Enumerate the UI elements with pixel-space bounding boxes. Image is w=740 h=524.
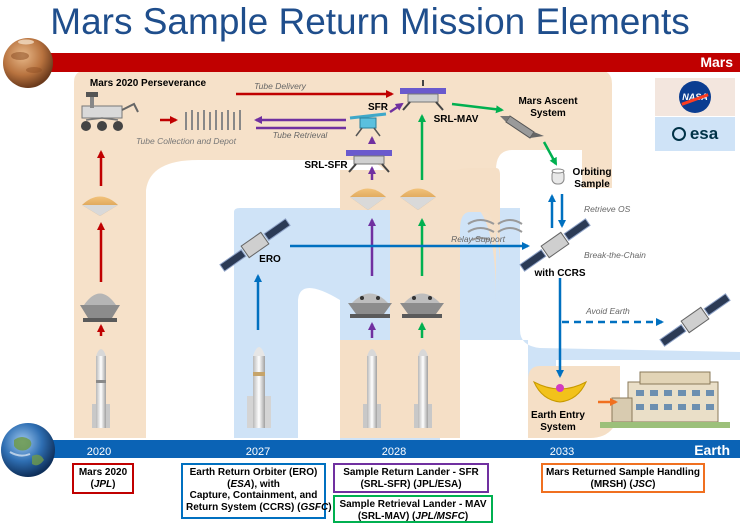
orbiting-sample-label-line1: Orbiting — [573, 167, 612, 178]
rocket-srl-mav-icon — [414, 349, 432, 428]
with-ccrs-label: with CCRS — [533, 268, 585, 279]
tube-retrieval-label: Tube Retrieval — [273, 130, 329, 140]
ero-flow-arrows — [254, 194, 664, 378]
srl-mav-element-box: Sample Retrieval Lander - MAV (SRL-MAV) … — [333, 495, 493, 523]
earth-band — [30, 440, 740, 458]
orbiting-sample-icon — [551, 168, 565, 185]
earth-planet-icon — [1, 423, 55, 477]
sample-receiving-facility-icon — [600, 371, 730, 428]
cruise-stage-2020-icon — [80, 293, 120, 322]
mrsh-element-box: Mars Returned Sample Handling (MRSH) (JS… — [541, 463, 705, 493]
ero-ccrs-spacecraft-icon — [519, 218, 591, 272]
retrieve-os-label: Retrieve OS — [584, 204, 631, 214]
relay-support-label: Relay Support — [451, 234, 506, 244]
tube-delivery-label: Tube Delivery — [254, 81, 307, 91]
mav-label-line1: Mars Ascent — [518, 96, 578, 107]
ero-element-box: Earth Return Orbiter (ERO) (ESA), with C… — [181, 463, 332, 519]
earth-entry-label-line1: Earth Entry — [531, 410, 585, 421]
earth-band-label: Earth — [694, 442, 730, 458]
nasa-logo-emblem: NASA — [679, 81, 711, 113]
mars2020-element-box: Mars 2020 (JPL) — [72, 463, 134, 494]
avoid-earth-label: Avoid Earth — [585, 306, 630, 316]
year-2020: 2020 — [87, 446, 111, 458]
mav-label-line2: System — [530, 108, 566, 119]
mars2020-box-line1: Mars 2020 — [78, 467, 128, 478]
esa-logo: esa — [655, 117, 735, 151]
esa-logo-wordmark: esa — [689, 124, 719, 143]
mars2020-flow-arrows — [97, 90, 394, 336]
cruise-stage-srl-sfr-icon — [348, 293, 392, 318]
tube-depot-icon — [185, 110, 241, 130]
rocket-srl-sfr-icon — [363, 349, 381, 428]
aeroshell-2020-icon — [82, 196, 118, 216]
mars-band-label: Mars — [700, 54, 733, 70]
srl-sfr-lander-icon — [346, 150, 392, 173]
mars-ascent-vehicle-icon — [500, 115, 544, 139]
srl-sfr-box-line1: Sample Return Lander - SFR — [343, 467, 479, 478]
srl-sfr-label: SRL-SFR — [304, 160, 348, 171]
diagram-title: Mars Sample Return Mission Elements — [50, 1, 690, 42]
srl-mav-box-line1: Sample Retrieval Lander - MAV — [339, 499, 487, 510]
perseverance-rover-icon — [81, 92, 139, 131]
esa-logo-mark-icon — [671, 127, 686, 141]
earth-entry-label-line2: System — [540, 422, 576, 433]
relay-signal-icon — [467, 219, 523, 241]
aeroshell-srl-mav-icon — [400, 188, 436, 210]
ero-departing-spacecraft-icon — [659, 293, 731, 347]
srl-mav-flow-arrows — [418, 102, 558, 338]
ero-box-line3: Capture, Containment, and — [189, 490, 318, 501]
mars-band — [30, 53, 740, 72]
perseverance-label: Mars 2020 Perseverance — [90, 78, 207, 89]
sfr-label: SFR — [368, 102, 389, 113]
nasa-logo: NASA — [655, 78, 735, 116]
srl-mav-lander-icon — [400, 80, 446, 111]
srl-sfr-flow-arrows — [254, 102, 404, 338]
cruise-stage-srl-mav-icon — [400, 293, 444, 318]
ero-box-line1: Earth Return Orbiter (ERO) — [189, 467, 318, 478]
mrsh-box-line1: Mars Returned Sample Handling — [546, 467, 700, 478]
break-the-chain-label: Break-the-Chain — [584, 250, 646, 260]
sfr-helicopter-icon — [349, 112, 387, 137]
mrsh-box-line2: (MRSH) (JSC) — [590, 478, 656, 490]
orbiting-sample-label-line2: Sample — [574, 179, 610, 190]
srl-sfr-box-line2: (SRL-SFR) (JPL/ESA) — [360, 478, 462, 490]
srl-mav-box-line2: (SRL-MAV) (JPL/MSFC) — [357, 510, 469, 522]
mars-planet-icon — [3, 38, 53, 88]
ero-label: ERO — [259, 254, 281, 265]
srl-sfr-element-box: Sample Return Lander - SFR (SRL-SFR) (JP… — [333, 463, 489, 493]
ero-spacecraft-icon — [219, 218, 291, 272]
ero-box-line4: Return System (CCRS) (GSFC) — [186, 501, 332, 513]
ero-box-line2: (ESA), with — [227, 478, 280, 490]
year-2027: 2027 — [246, 446, 270, 458]
aeroshell-srl-sfr-icon — [350, 188, 386, 210]
rocket-2027-icon — [247, 347, 271, 428]
earth-entry-system-icon — [532, 380, 588, 403]
tube-collection-label: Tube Collection and Depot — [136, 136, 237, 146]
year-2028: 2028 — [382, 446, 406, 458]
year-2033: 2033 — [550, 446, 574, 458]
srl-mav-label: SRL-MAV — [434, 114, 479, 125]
rocket-2020-icon — [92, 349, 110, 428]
mars2020-box-line2: (JPL) — [90, 478, 116, 490]
